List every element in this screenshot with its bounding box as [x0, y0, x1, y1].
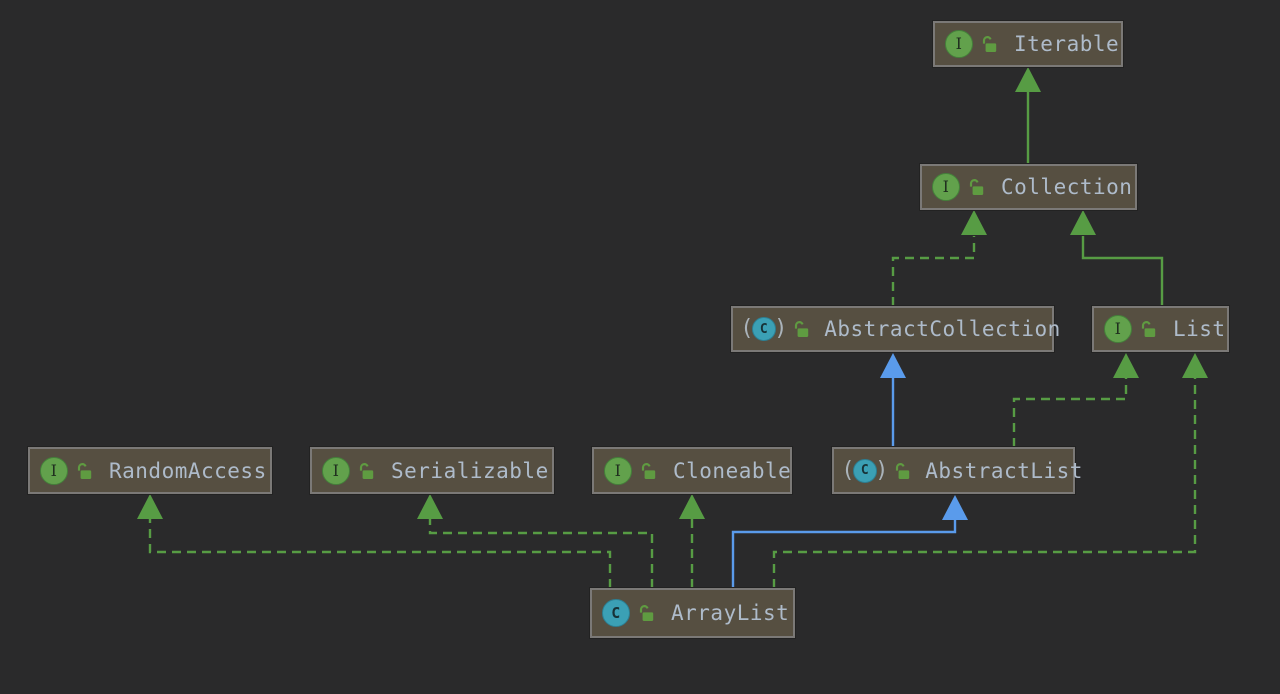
arrowhead [1182, 353, 1208, 378]
node-iterable[interactable]: I Iterable [933, 21, 1123, 67]
arrowhead [417, 494, 443, 519]
edge-abstractcollection-implements-collection [891, 210, 987, 306]
node-label: AbstractCollection [824, 317, 1061, 341]
unlocked-icon [359, 462, 374, 479]
arrowhead [942, 495, 968, 520]
node-label: Iterable [1014, 32, 1120, 56]
abstract-class-icon: ( C ) [743, 316, 786, 341]
node-array-list[interactable]: C ArrayList [590, 588, 795, 638]
node-collection[interactable]: I Collection [920, 164, 1137, 210]
interface-icon: I [932, 173, 960, 201]
edge-abstractlist-extends-abstractcollection [880, 353, 906, 447]
unlocked-icon [969, 179, 984, 195]
edge-arraylist-extends-abstractlist [731, 495, 968, 588]
interface-icon: I [1104, 315, 1132, 343]
node-label: List [1173, 317, 1226, 341]
unlocked-icon [896, 462, 910, 479]
unlocked-icon [639, 605, 654, 621]
unlocked-icon [641, 462, 656, 479]
node-label: RandomAccess [109, 458, 267, 483]
arrowhead [1113, 353, 1139, 378]
edge-arraylist-implements-list [772, 353, 1208, 588]
interface-icon: I [322, 456, 350, 485]
abstract-class-icon: ( C ) [844, 457, 887, 483]
arrowhead [679, 494, 705, 519]
node-label: Cloneable [673, 458, 792, 483]
node-label: ArrayList [671, 601, 790, 625]
node-cloneable[interactable]: I Cloneable [592, 447, 792, 494]
unlocked-icon [795, 321, 809, 337]
unlocked-icon [77, 462, 92, 479]
edge-arraylist-implements-cloneable [679, 494, 705, 588]
node-random-access[interactable]: I RandomAccess [28, 447, 272, 494]
edge-arraylist-implements-randomaccess [137, 494, 612, 588]
node-label: Serializable [391, 458, 549, 483]
arrowhead [961, 210, 987, 235]
node-abstract-collection[interactable]: ( C ) AbstractCollection [731, 306, 1060, 352]
interface-icon: I [604, 456, 632, 485]
unlocked-icon [1141, 321, 1156, 337]
unlocked-icon [982, 36, 997, 52]
edge-list-extends-collection [1070, 210, 1164, 306]
node-label: Collection [1001, 175, 1133, 199]
arrowhead [1070, 210, 1096, 235]
arrowhead [137, 494, 163, 519]
arrowhead [880, 353, 906, 378]
node-abstract-list[interactable]: ( C ) AbstractList [832, 447, 1082, 494]
arrowhead [1015, 67, 1041, 92]
node-list[interactable]: I List [1092, 306, 1229, 352]
node-label: AbstractList [925, 458, 1083, 483]
edge-arraylist-implements-serializable [417, 494, 654, 588]
edge-collection-extends-iterable [1015, 67, 1041, 164]
interface-icon: I [945, 30, 973, 58]
interface-icon: I [40, 456, 68, 485]
class-icon: C [602, 599, 630, 627]
edge-abstractlist-implements-list [1012, 353, 1139, 447]
node-serializable[interactable]: I Serializable [310, 447, 554, 494]
